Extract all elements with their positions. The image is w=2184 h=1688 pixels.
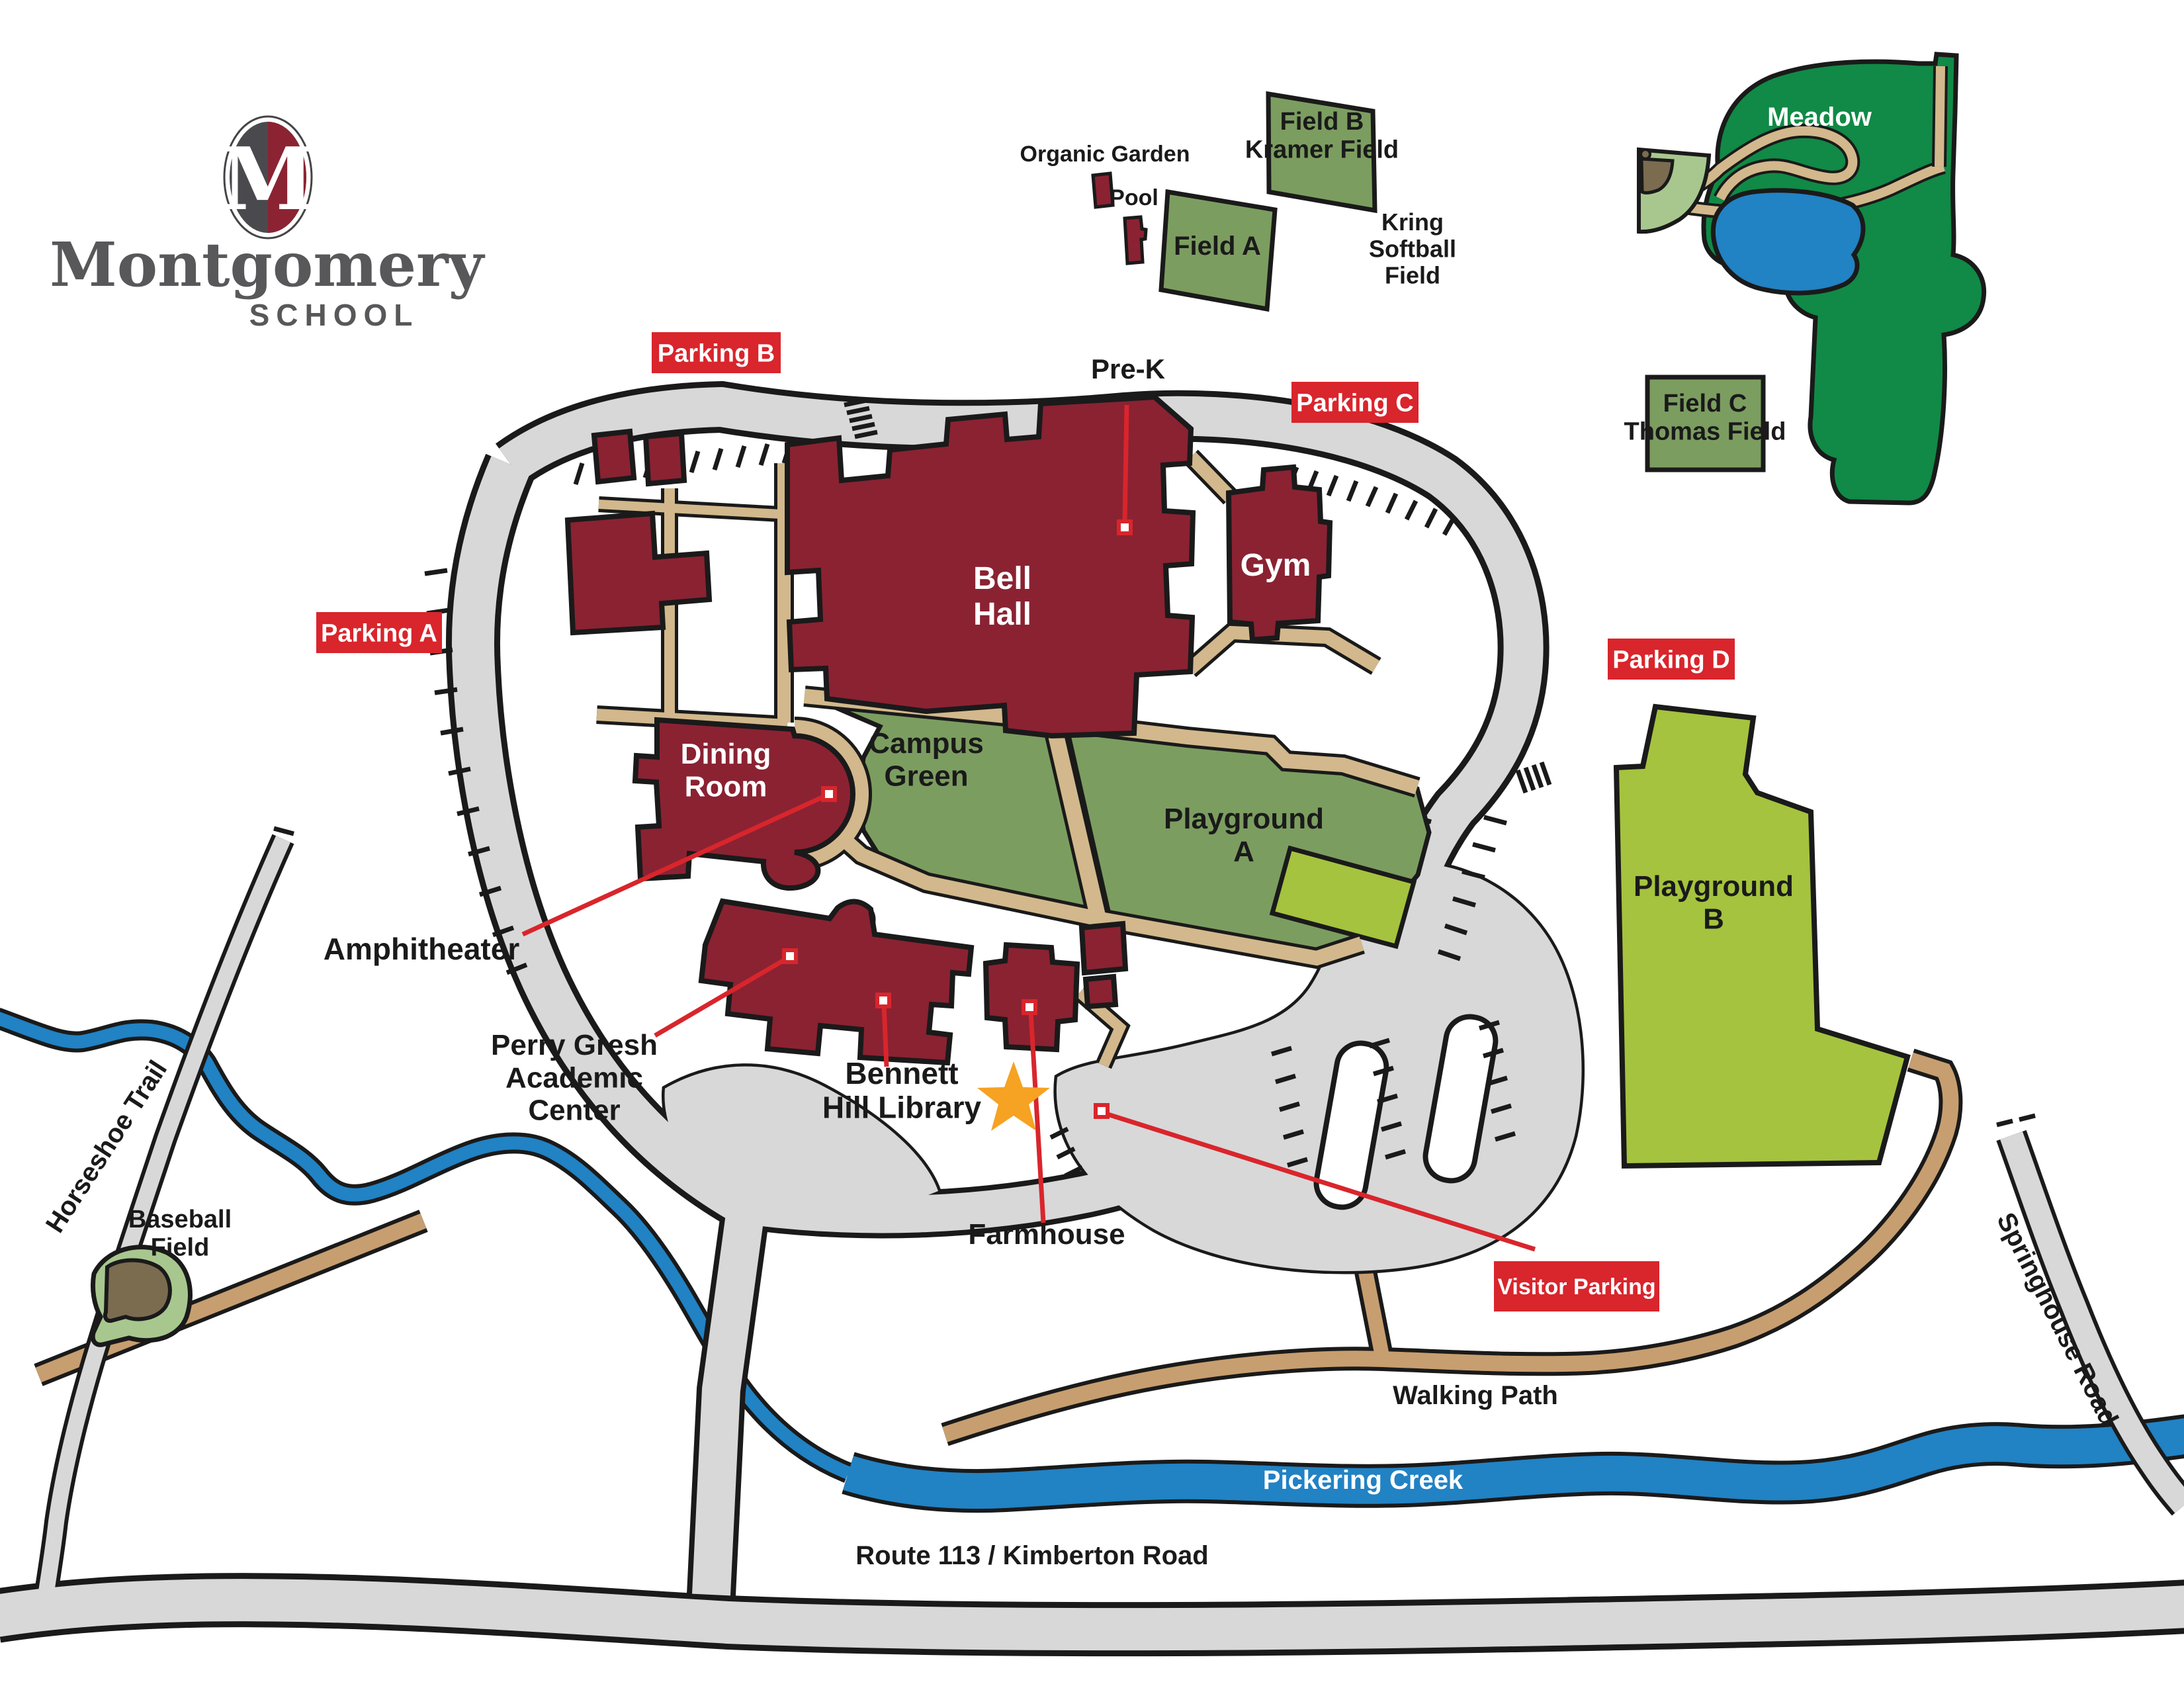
label-gym: Gym	[1241, 548, 1311, 583]
roads	[0, 380, 2184, 1657]
athletic-fields	[1091, 91, 1766, 472]
label-route-113-kimberton-road: Route 113 / Kimberton Road	[855, 1541, 1208, 1570]
visitor-parking-line-marker	[1094, 1103, 1110, 1119]
callout-lines	[521, 404, 1536, 1252]
logo-circle-maroon-half	[268, 122, 306, 233]
field-a-shape	[1158, 189, 1278, 312]
logo-subtitle: SCHOOL	[249, 298, 419, 332]
meadow-area	[1637, 52, 1987, 506]
playground-a-inner	[1269, 845, 1417, 950]
building-dining-room	[632, 717, 855, 891]
lot-island	[1313, 1040, 1389, 1210]
visitor-parking-badge-label: Visitor Parking	[1497, 1274, 1655, 1300]
visitor-parking-badge-box	[1494, 1261, 1659, 1311]
pond	[1710, 188, 1866, 296]
pre-k-line-marker	[1117, 519, 1133, 535]
label-field-a: Field A	[1174, 232, 1261, 261]
pre-k-line	[1122, 404, 1129, 523]
visitor-parking-badge: Visitor Parking	[1494, 1261, 1659, 1311]
label-amphitheater: Amphitheater	[324, 932, 520, 966]
building-farm-annex-1	[1078, 920, 1129, 976]
building-farmhouse	[983, 942, 1080, 1053]
amphitheater-line	[521, 793, 826, 937]
perry-gresh-line	[654, 955, 789, 1038]
parking-b-badge-box	[652, 332, 781, 373]
parking-a-badge-box	[316, 612, 442, 653]
farmhouse-line	[1028, 1012, 1046, 1223]
buildings	[564, 394, 1333, 1066]
parking-c-badge-box	[1291, 382, 1419, 423]
logo-monogram: M	[220, 128, 316, 230]
field-c-shape	[1645, 375, 1766, 472]
baseball-field-shape	[90, 1245, 193, 1347]
parking-b-badge-label: Parking B	[658, 339, 775, 367]
label-farmhouse: Farmhouse	[968, 1218, 1125, 1251]
playground-b-shape	[1613, 703, 1911, 1169]
label-pre-k: Pre-K	[1091, 353, 1165, 384]
parking-d-badge-box	[1608, 639, 1735, 680]
parking-a-badge-label: Parking A	[321, 619, 437, 647]
label-pickering-creek: Pickering Creek	[1263, 1466, 1463, 1495]
farmhouse-line-marker	[1022, 999, 1037, 1015]
meeting-point-star	[977, 1061, 1050, 1131]
kring-mound	[1639, 148, 1651, 160]
kring-infield	[1639, 157, 1675, 195]
label-organic-garden: Organic Garden	[1020, 142, 1190, 167]
logo-school-name: Montgomery	[50, 229, 486, 300]
parking-c-badge-label: Parking C	[1296, 389, 1413, 417]
building-academic-center-library	[698, 898, 975, 1066]
lot-island	[1422, 1014, 1499, 1184]
amphitheater-line-marker	[821, 786, 837, 802]
building-small-nw-1	[591, 428, 637, 485]
bennett-line	[881, 1004, 889, 1067]
pool-shape	[1123, 215, 1148, 265]
parking-a-badge: Parking A	[316, 612, 442, 653]
building-bell-hall	[785, 394, 1196, 739]
campus-greens	[805, 692, 1911, 1169]
parking-d-badge: Parking D	[1608, 639, 1735, 680]
pickering-creek-shape	[0, 1007, 2184, 1513]
building-gym	[1225, 464, 1333, 643]
parking-b-badge: Parking B	[652, 332, 781, 373]
parking-d-badge-label: Parking D	[1612, 646, 1729, 674]
label-walking-path: Walking Path	[1393, 1381, 1558, 1410]
visitor-parking-line	[1102, 1110, 1536, 1252]
building-west-hall	[564, 510, 713, 636]
label-pool: Pool	[1110, 185, 1158, 210]
organic-garden-shape	[1091, 171, 1115, 209]
label-meadow: Meadow	[1767, 103, 1872, 132]
building-small-nw-2	[642, 430, 687, 487]
perry-gresh-line-marker	[782, 948, 798, 964]
field-b-shape	[1266, 91, 1377, 214]
building-farm-annex-2	[1082, 973, 1119, 1010]
parking-c-badge: Parking C	[1291, 382, 1419, 423]
bennett-line-marker	[875, 993, 891, 1008]
parking-badges: Parking A Parking B Parking C Parking D Visi…	[316, 332, 1735, 1311]
